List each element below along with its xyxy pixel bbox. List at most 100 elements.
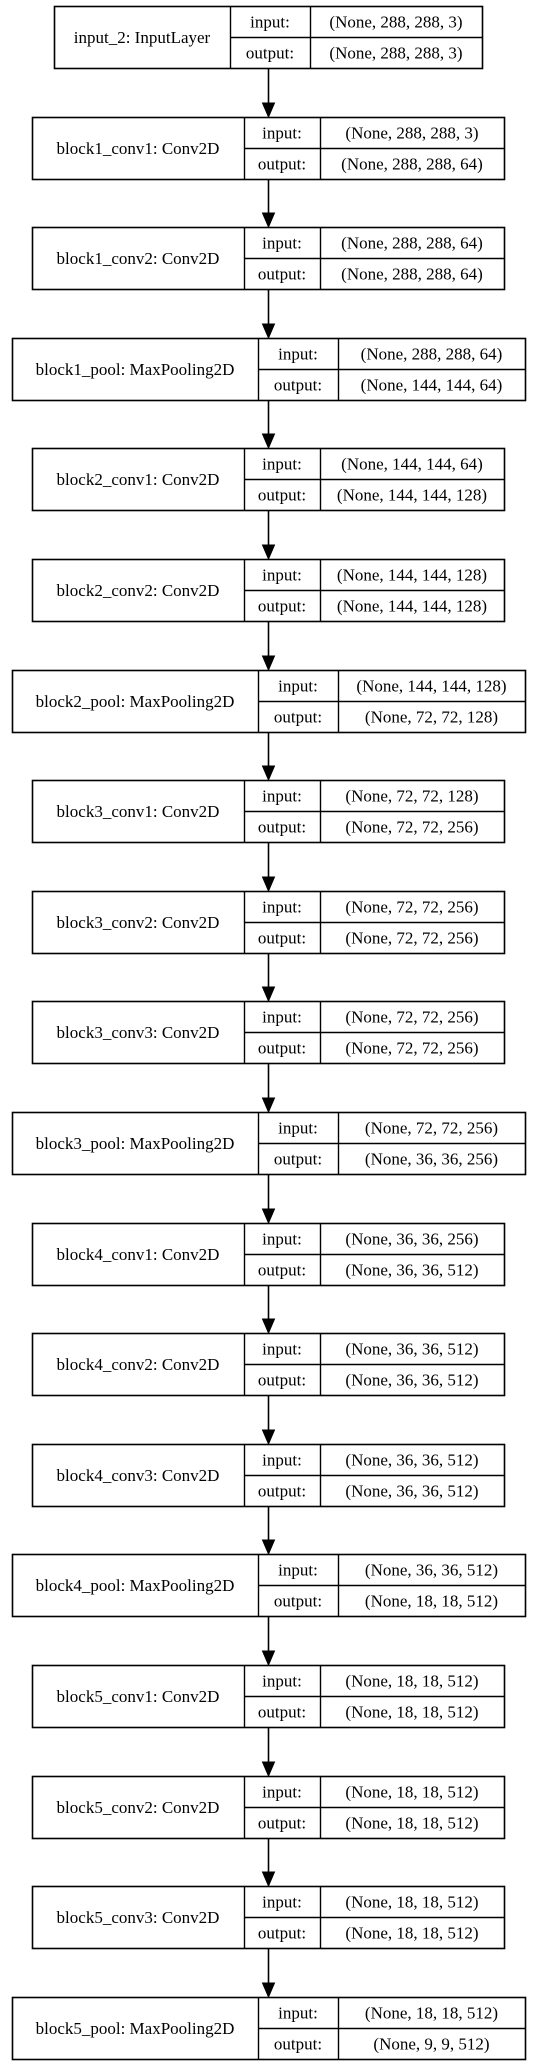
- layer-name: block3_pool: MaxPooling2D: [36, 1134, 235, 1153]
- layer-name: block5_conv2: Conv2D: [57, 1798, 220, 1817]
- input-label: input:: [278, 1119, 318, 1138]
- layer-node: block4_conv3: Conv2Dinput:output:(None, …: [31, 1443, 506, 1508]
- output-shape: (None, 18, 18, 512): [345, 1924, 478, 1943]
- output-shape: (None, 72, 72, 256): [345, 929, 478, 948]
- input-label: input:: [278, 345, 318, 364]
- layer-node: block1_conv1: Conv2Dinput:output:(None, …: [31, 116, 506, 181]
- output-label: output:: [258, 486, 306, 505]
- input-shape: (None, 72, 72, 256): [345, 1008, 478, 1027]
- layer-name: block2_pool: MaxPooling2D: [36, 692, 235, 711]
- input-shape: (None, 288, 288, 3): [345, 124, 478, 143]
- output-shape: (None, 36, 36, 512): [345, 1371, 478, 1390]
- connector-arrowhead: [261, 1650, 276, 1667]
- output-shape: (None, 144, 144, 128): [337, 597, 487, 616]
- output-label: output:: [258, 1703, 306, 1722]
- output-shape: (None, 36, 36, 512): [345, 1482, 478, 1501]
- output-shape: (None, 72, 72, 128): [365, 708, 498, 727]
- input-shape: (None, 144, 144, 128): [337, 566, 487, 585]
- output-label: output:: [274, 708, 322, 727]
- output-shape: (None, 144, 144, 64): [361, 376, 503, 395]
- layer-node: block2_conv1: Conv2Dinput:output:(None, …: [31, 447, 506, 512]
- output-shape: (None, 9, 9, 512): [373, 2035, 489, 2054]
- input-label: input:: [250, 13, 290, 32]
- input-label: input:: [262, 234, 302, 253]
- input-label: input:: [262, 1008, 302, 1027]
- layer-node: input_2: InputLayer input: output: (None, 2…: [53, 5, 484, 70]
- layer-name: block3_conv1: Conv2D: [57, 802, 220, 821]
- connector-arrowhead: [261, 655, 276, 672]
- layer-name: block5_conv3: Conv2D: [57, 1908, 220, 1927]
- layer-node: block1_pool: MaxPooling2Dinput:output:(N…: [11, 337, 527, 402]
- layer-node: block5_conv1: Conv2Dinput:output:(None, …: [31, 1664, 506, 1729]
- output-label: output:: [258, 265, 306, 284]
- output-label: output:: [258, 818, 306, 837]
- input-label: input:: [262, 898, 302, 917]
- layer-node: block3_pool: MaxPooling2D input: output: (N…: [11, 1111, 527, 1176]
- connector-arrowhead: [261, 1982, 276, 1999]
- output-label: output:: [274, 1592, 322, 1611]
- input-shape: (None, 18, 18, 512): [345, 1783, 478, 1802]
- output-label: output:: [258, 155, 306, 174]
- layer-node: block2_pool: MaxPooling2Dinput:output:(N…: [11, 669, 527, 734]
- layer-name: block4_conv3: Conv2D: [57, 1466, 220, 1485]
- layer-name: block1_pool: MaxPooling2D: [36, 360, 235, 379]
- input-label: input:: [262, 1451, 302, 1470]
- layer-node: block4_conv1: Conv2Dinput:output:(None, …: [31, 1222, 506, 1287]
- output-shape: (None, 18, 18, 512): [345, 1814, 478, 1833]
- layer-name: block3_conv3: Conv2D: [57, 1023, 220, 1042]
- output-shape: (None, 18, 18, 512): [345, 1703, 478, 1722]
- output-label: output:: [246, 44, 294, 63]
- input-shape: (None, 144, 144, 128): [356, 677, 506, 696]
- input-shape: (None, 36, 36, 512): [345, 1340, 478, 1359]
- layer-name: block4_pool: MaxPooling2D: [36, 1576, 235, 1595]
- connector-arrowhead: [261, 1871, 276, 1888]
- layer-name: block5_pool: MaxPooling2D: [36, 2019, 235, 2038]
- input-label: input:: [262, 1783, 302, 1802]
- input-shape: (None, 288, 288, 3): [329, 13, 462, 32]
- connector-arrowhead: [261, 1318, 276, 1335]
- connector-arrowhead: [261, 986, 276, 1003]
- output-shape: (None, 18, 18, 512): [365, 1592, 498, 1611]
- output-label: output:: [258, 929, 306, 948]
- output-shape: (None, 144, 144, 128): [337, 486, 487, 505]
- input-label: input:: [262, 1893, 302, 1912]
- input-shape: (None, 18, 18, 512): [365, 2004, 498, 2023]
- connector-arrowhead: [261, 1208, 276, 1225]
- connector-arrowhead: [261, 876, 276, 893]
- output-label: output:: [258, 1039, 306, 1058]
- layer-name: block5_conv1: Conv2D: [57, 1687, 220, 1706]
- output-label: output:: [274, 1150, 322, 1169]
- output-label: output:: [274, 2035, 322, 2054]
- output-label: output:: [258, 597, 306, 616]
- layer-node: block3_conv1: Conv2Dinput:output:(None, …: [31, 779, 506, 844]
- connector-arrowhead: [261, 102, 276, 119]
- input-shape: (None, 36, 36, 512): [345, 1451, 478, 1470]
- input-label: input:: [262, 1230, 302, 1249]
- layer-node: block5_conv3: Conv2D input: output: (None, …: [31, 1885, 506, 1950]
- layer-node: block4_conv2: Conv2Dinput:output:(None, …: [31, 1332, 506, 1397]
- layer-node: block5_pool: MaxPooling2Dinput:output:(N…: [11, 1996, 527, 2061]
- input-label: input:: [262, 1340, 302, 1359]
- output-shape: (None, 288, 288, 3): [329, 44, 462, 63]
- layer-node: block4_pool: MaxPooling2Dinput:output:(N…: [11, 1553, 527, 1618]
- layer-node: block5_conv2: Conv2D input: output: (None, …: [31, 1775, 506, 1840]
- input-shape: (None, 18, 18, 512): [345, 1893, 478, 1912]
- input-label: input:: [262, 124, 302, 143]
- input-label: input:: [262, 566, 302, 585]
- input-shape: (None, 144, 144, 64): [341, 455, 483, 474]
- layer-node: block3_conv2: Conv2Dinput:output:(None, …: [31, 890, 506, 955]
- input-shape: (None, 72, 72, 256): [365, 1119, 498, 1138]
- output-shape: (None, 72, 72, 256): [345, 1039, 478, 1058]
- input-shape: (None, 288, 288, 64): [361, 345, 503, 364]
- layer-name: input_2: InputLayer: [74, 28, 211, 47]
- output-label: output:: [258, 1924, 306, 1943]
- layer-node: block2_conv2: Conv2Dinput:output:(None, …: [31, 558, 506, 623]
- layer-name: block4_conv2: Conv2D: [57, 1355, 220, 1374]
- output-label: output:: [258, 1814, 306, 1833]
- input-shape: (None, 72, 72, 256): [345, 898, 478, 917]
- connector-arrowhead: [261, 212, 276, 229]
- output-shape: (None, 36, 36, 512): [345, 1261, 478, 1280]
- input-shape: (None, 36, 36, 256): [345, 1230, 478, 1249]
- output-shape: (None, 288, 288, 64): [341, 155, 483, 174]
